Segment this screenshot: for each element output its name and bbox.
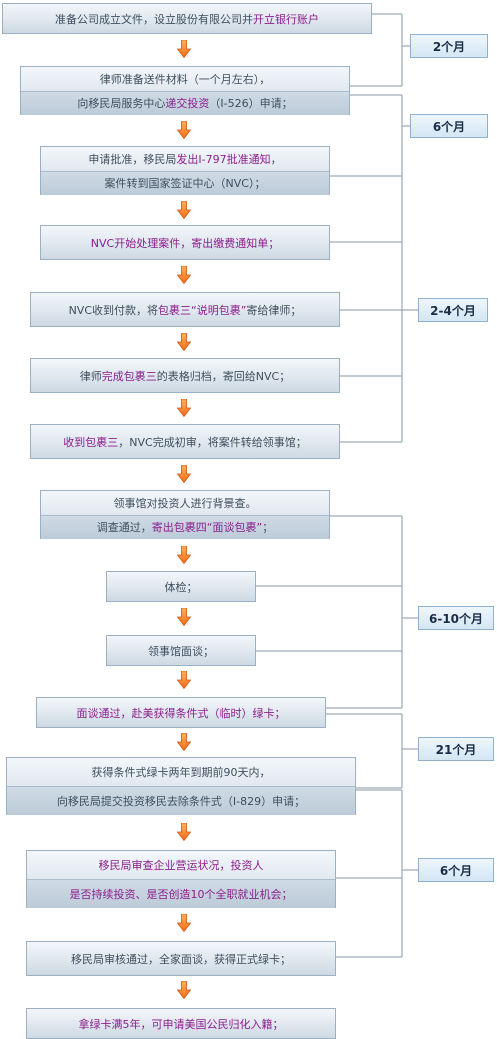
step-1-l1: 准备公司成立文件，设立股份有限公司并开立银行账户	[3, 4, 371, 33]
step-12-l1: 获得条件式绿卡两年到期前90天内，	[7, 758, 355, 786]
step-text-segment: 获得条件式绿卡两年到期前90天内，	[91, 766, 271, 779]
step-text-segment: 递交投资	[165, 97, 210, 111]
duration-badge: 6个月	[410, 114, 488, 138]
step-box-15: 拿绿卡满5年，可申请美国公民归化入籍；	[26, 1008, 336, 1039]
step-box-3: 申请批准，移民局发出I-797批准通知， 案件转到国家签证中心（NVC）；	[40, 146, 330, 195]
step-8-l1: 领事馆对投资人进行背景查。	[41, 491, 329, 515]
step-text-segment: 案件转到国家签证中心（NVC）；	[104, 177, 266, 191]
down-arrow-icon	[177, 465, 191, 483]
duration-badge: 2-4个月	[418, 298, 488, 322]
down-arrow-icon	[177, 333, 191, 351]
down-arrow-icon	[177, 266, 191, 284]
step-12-l2: 向移民局提交投资移民去除条件式（I-829）申请；	[7, 786, 355, 815]
step-2-l1: 律师准备送件材料（一个月左右），	[21, 67, 349, 91]
step-text-segment: ，	[270, 152, 282, 166]
step-text-segment: 包裹三“说明包裹”	[158, 303, 247, 317]
step-6-l1: 律师完成包裹三的表格归档，寄回给NVC；	[31, 359, 339, 392]
step-text-segment: 调查通过，	[96, 521, 152, 535]
down-arrow-icon	[177, 399, 191, 417]
step-box-6: 律师完成包裹三的表格归档，寄回给NVC；	[30, 358, 340, 393]
step-box-9: 体检；	[106, 571, 256, 602]
down-arrow-icon	[177, 608, 191, 626]
step-text-segment: 的表格归档，寄回给NVC；	[156, 369, 291, 383]
step-box-11: 面谈通过，赴美获得条件式（临时）绿卡；	[36, 697, 326, 728]
step-13-l1: 移民局审查企业营运状况，投资人	[27, 851, 335, 879]
step-text-segment: 寄出包裹四“面谈包裹”	[151, 521, 263, 535]
step-text-segment: 申请批准，移民局	[88, 152, 177, 166]
step-11-l1: 面谈通过，赴美获得条件式（临时）绿卡；	[37, 698, 325, 727]
duration-badge: 2个月	[410, 34, 488, 58]
step-box-7: 收到包裹三，NVC完成初审，将案件转给领事馆；	[30, 424, 340, 459]
down-arrow-icon	[177, 201, 191, 219]
down-arrow-icon	[177, 981, 191, 999]
step-box-5: NVC收到付款，将包裹三“说明包裹”寄给律师；	[30, 292, 340, 327]
step-box-10: 领事馆面谈；	[106, 635, 256, 666]
step-text-segment: （I-526）申请；	[209, 97, 293, 111]
step-text-segment: 移民局审核通过，全家面谈，获得正式绿卡；	[71, 952, 291, 966]
down-arrow-icon	[177, 823, 191, 841]
down-arrow-icon	[177, 121, 191, 139]
step-box-13: 移民局审查企业营运状况，投资人是否持续投资、是否创造10个全职就业机会；	[26, 850, 336, 908]
step-box-12: 获得条件式绿卡两年到期前90天内， 向移民局提交投资移民去除条件式（I-829）申…	[6, 757, 356, 815]
step-text-segment: 向移民局服务中心	[77, 97, 166, 111]
step-text-segment: 律师准备送件材料（一个月左右），	[99, 72, 271, 86]
step-3-l1: 申请批准，移民局发出I-797批准通知，	[41, 147, 329, 171]
down-arrow-icon	[177, 40, 191, 58]
step-4-l1: NVC开始处理案件，寄出缴费通知单；	[41, 226, 329, 259]
step-10-l1: 领事馆面谈；	[107, 636, 255, 665]
step-text-segment: ，NVC完成初审，将案件转给领事馆；	[118, 435, 307, 449]
step-box-1: 准备公司成立文件，设立股份有限公司并开立银行账户	[2, 3, 372, 34]
step-14-l1: 移民局审核通过，全家面谈，获得正式绿卡；	[27, 942, 335, 975]
step-box-2: 律师准备送件材料（一个月左右）， 向移民局服务中心递交投资（I-526）申请；	[20, 66, 350, 115]
down-arrow-icon	[177, 671, 191, 689]
step-9-l1: 体检；	[107, 572, 255, 601]
step-text-segment: 律师	[79, 369, 102, 383]
down-arrow-icon	[177, 914, 191, 932]
down-arrow-icon	[177, 546, 191, 564]
step-text-segment: NVC收到付款，将	[68, 303, 159, 317]
step-15-l1: 拿绿卡满5年，可申请美国公民归化入籍；	[27, 1009, 335, 1038]
step-text-segment: NVC开始处理案件，寄出缴费通知单；	[90, 236, 280, 250]
step-text-segment: 是否持续投资、是否创造10个全职就业机会；	[69, 888, 293, 901]
step-text-segment: 收到包裹三	[63, 435, 119, 449]
step-text-segment: 拿绿卡满5年，可申请美国公民归化入籍；	[78, 1017, 284, 1031]
step-text-segment: ；	[262, 521, 274, 535]
step-text-segment: 寄给律师；	[246, 303, 302, 317]
step-text-segment: 领事馆面谈；	[148, 644, 214, 658]
step-box-4: NVC开始处理案件，寄出缴费通知单；	[40, 225, 330, 260]
step-8-l2: 调查通过，寄出包裹四“面谈包裹”；	[41, 514, 329, 539]
step-text-segment: 面谈通过，赴美获得条件式（临时）绿卡；	[76, 706, 286, 720]
duration-badge: 6-10个月	[418, 606, 494, 630]
step-3-l2: 案件转到国家签证中心（NVC）；	[41, 170, 329, 195]
duration-badge: 21个月	[418, 737, 494, 761]
duration-badge: 6个月	[418, 858, 494, 882]
step-5-l1: NVC收到付款，将包裹三“说明包裹”寄给律师；	[31, 293, 339, 326]
step-2-l2: 向移民局服务中心递交投资（I-526）申请；	[21, 90, 349, 115]
step-text-segment: 移民局审查企业营运状况，投资人	[98, 859, 264, 872]
step-7-l1: 收到包裹三，NVC完成初审，将案件转给领事馆；	[31, 425, 339, 458]
step-text-segment: 发出I-797批准通知	[176, 152, 271, 166]
step-13-l2: 是否持续投资、是否创造10个全职就业机会；	[27, 879, 335, 908]
step-text-segment: 体检；	[164, 580, 198, 594]
down-arrow-icon	[177, 733, 191, 751]
step-text-segment: 开立银行账户	[253, 12, 319, 26]
step-text-segment: 完成包裹三	[101, 369, 157, 383]
step-text-segment: 准备公司成立文件，设立股份有限公司并	[55, 12, 253, 26]
step-box-8: 领事馆对投资人进行背景查。调查通过，寄出包裹四“面谈包裹”；	[40, 490, 330, 539]
step-text-segment: 向移民局提交投资移民去除条件式（I-829）申请；	[56, 795, 306, 808]
step-text-segment: 领事馆对投资人进行背景查。	[113, 496, 257, 510]
step-box-14: 移民局审核通过，全家面谈，获得正式绿卡；	[26, 941, 336, 976]
